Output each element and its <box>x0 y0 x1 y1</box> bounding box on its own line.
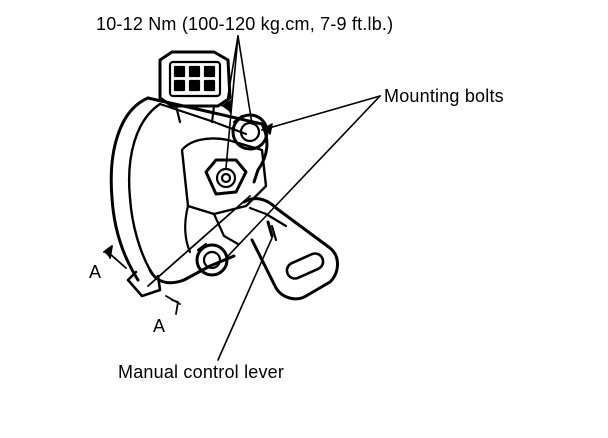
manual-control-lever-shape <box>242 197 339 301</box>
leader-lines <box>217 35 381 361</box>
section-marker-bottom: A <box>153 316 166 336</box>
section-marker-top: A <box>89 262 102 282</box>
section-line-a <box>103 195 251 315</box>
central-nut <box>204 158 248 196</box>
wiring-connector <box>158 50 232 124</box>
lower-mounting-bolt <box>195 242 229 277</box>
mounting-bolts-label: Mounting bolts <box>384 86 504 106</box>
switch-housing <box>109 96 269 298</box>
manual-control-lever-label: Manual control lever <box>118 362 285 382</box>
torque-spec-label: 10-12 Nm (100-120 kg.cm, 7-9 ft.lb.) <box>96 14 394 34</box>
